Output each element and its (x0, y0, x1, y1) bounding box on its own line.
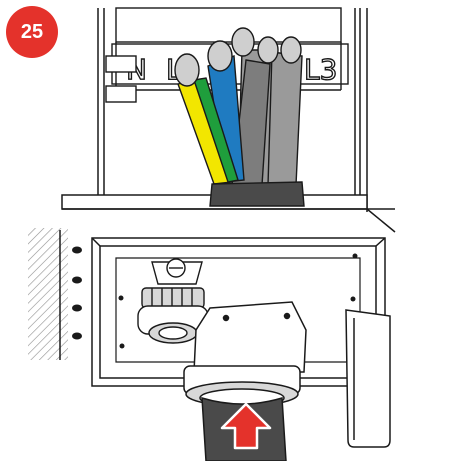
wire-end-grey-2 (257, 36, 279, 64)
wire-end-grey-1 (231, 27, 255, 57)
cable-jacket (209, 181, 305, 207)
wire-end-grey-3 (280, 36, 302, 64)
earth-screw (151, 258, 203, 285)
step-number: 25 (20, 20, 44, 43)
red-arrow-up-icon (220, 402, 272, 450)
terminal-label-l3: L3 (304, 53, 337, 86)
wire-end-earth (174, 53, 200, 87)
plate-holes (118, 253, 358, 349)
side-bracket (105, 55, 137, 103)
lever-handle (345, 309, 391, 448)
wire-earth-green (193, 77, 239, 183)
cable-gland-icon (137, 287, 209, 344)
wire-grey-2 (267, 51, 303, 186)
wire-end-blue (207, 40, 233, 72)
step-number-badge: 25 (6, 6, 58, 58)
cable-bundle (174, 27, 305, 207)
screw-icon (72, 246, 82, 340)
